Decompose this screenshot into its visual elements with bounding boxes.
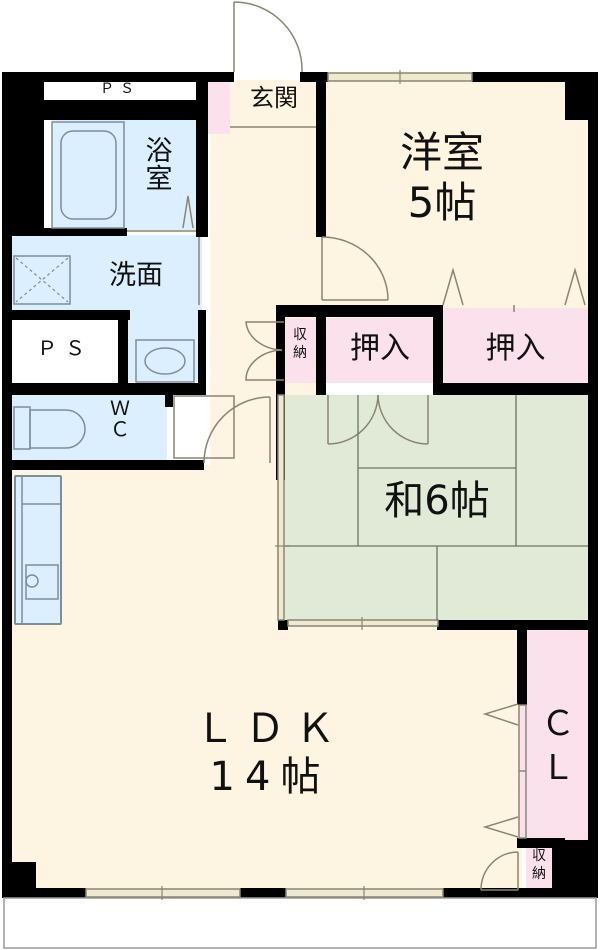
japanese-room-label: 和6帖 xyxy=(384,478,490,524)
oshiire-1-area xyxy=(325,318,435,383)
wall-wash-right xyxy=(198,310,206,395)
closet-door-icon xyxy=(482,703,527,839)
balcony-outline xyxy=(3,897,597,949)
wall-top-left xyxy=(2,72,234,82)
wall-bath-bottom xyxy=(12,228,127,236)
wall-wc-right xyxy=(165,395,173,407)
oshiire-door-icon xyxy=(327,394,429,445)
closet-label: Ｃ Ｌ xyxy=(541,704,575,789)
wall-left-thick xyxy=(2,72,44,234)
wall-oshiire-divider xyxy=(433,305,443,395)
wall-closet-left xyxy=(517,620,527,705)
wall-bottom-right-block xyxy=(552,840,598,897)
kitchen-sink-icon xyxy=(21,476,62,624)
oshiire-2-label: 押入 xyxy=(485,331,546,366)
wc-room xyxy=(12,395,167,460)
window-mullion-icon xyxy=(161,70,401,900)
wall-ps-box-top xyxy=(12,310,130,320)
bottom-storage-door-icon xyxy=(480,851,519,891)
wall-storage-divider xyxy=(316,305,326,395)
washing-machine-icon xyxy=(13,255,71,305)
western-room-door-icon xyxy=(321,236,389,301)
wall-bottom-right xyxy=(443,888,598,898)
ps-top-label: ＰＳ xyxy=(100,81,140,97)
washroom xyxy=(12,235,202,310)
wall-japanese-bottom xyxy=(437,620,593,630)
closet-area xyxy=(527,630,589,840)
wall-wc-bottom xyxy=(12,460,204,470)
wall-top-right xyxy=(472,72,598,82)
washroom-lower xyxy=(128,310,202,382)
ps-top-area xyxy=(44,81,196,101)
wall-bottom-mid xyxy=(240,888,286,898)
wall-storage-left xyxy=(276,305,285,480)
storage-door-icon xyxy=(245,321,284,381)
wall-corner-bottom-left xyxy=(2,862,36,898)
wall-top-mid xyxy=(300,72,328,82)
oshiire-2-area xyxy=(442,308,588,383)
wall-pillar-small xyxy=(278,620,288,630)
bathroom-label: 浴 室 xyxy=(145,136,173,196)
wash-basin-icon xyxy=(135,339,195,383)
entrance-shoe-storage xyxy=(208,82,230,134)
washroom-label: 洗面 xyxy=(109,260,163,291)
wall-ps-top-bottom xyxy=(44,100,204,120)
ps-left-label: ＰＳ xyxy=(37,336,93,360)
wall-right xyxy=(588,72,598,897)
wall-left xyxy=(2,72,12,897)
ldk-label: ＬＤＫ 14帖 xyxy=(195,706,345,800)
wall-wc-top xyxy=(12,383,206,395)
western-room-label: 洋室 5帖 xyxy=(399,128,484,228)
entrance-label: 玄関 xyxy=(250,84,298,112)
toilet-icon xyxy=(13,406,86,450)
oshiire-1-label: 押入 xyxy=(350,331,410,366)
wall-japanese-top xyxy=(433,383,593,395)
ps-left-area xyxy=(12,322,118,382)
entrance-door-icon xyxy=(233,1,303,73)
small-storage xyxy=(284,318,316,383)
bottom-storage-label: 収 納 xyxy=(527,848,551,883)
wall-hall-right xyxy=(316,72,326,237)
small-storage-label: 収 納 xyxy=(293,327,307,361)
wall-ps-box-right xyxy=(118,310,128,392)
wall-bath-right xyxy=(196,82,208,237)
tatami-mat-lines xyxy=(285,395,588,620)
wc-door-icon xyxy=(173,395,271,464)
wall-bottom-storage-box xyxy=(517,838,565,848)
bath-door-icon xyxy=(182,195,194,229)
wc-label: Ｗ Ｃ xyxy=(110,396,130,441)
bathtub-icon xyxy=(51,121,125,229)
ldk-floor-extension xyxy=(280,615,520,895)
wall-bottom-left xyxy=(2,888,86,898)
sliding-door-icon xyxy=(442,267,586,312)
